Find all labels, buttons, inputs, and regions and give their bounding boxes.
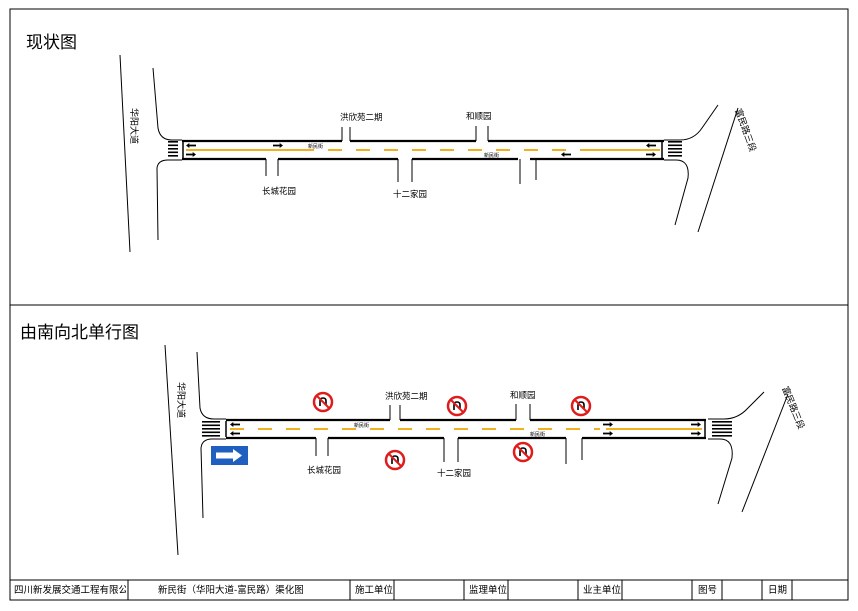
section-one-way: 由南向北单行图 华阳大道 富民路三段 xyxy=(20,323,807,556)
street-label: 新民街 xyxy=(484,152,499,159)
place-label: 长城花园 xyxy=(307,465,341,476)
supervision-unit-label: 监理单位 xyxy=(469,585,507,596)
place-label: 十二家园 xyxy=(437,468,471,479)
no-u-turn-icon xyxy=(312,391,334,413)
no-u-turn-icon xyxy=(446,395,468,417)
company-name: 四川新发展交通工程有限公司 xyxy=(14,585,126,596)
drawing-title: 新民街（华阳大道-富民路）渠化图 xyxy=(158,585,304,596)
place-label: 长城花园 xyxy=(262,186,296,197)
place-label: 洪欣苑二期 xyxy=(340,112,383,123)
place-label: 洪欣苑二期 xyxy=(385,391,428,402)
drawing-number-label: 图号 xyxy=(698,585,718,596)
construction-unit-label: 施工单位 xyxy=(355,585,393,596)
place-label: 和顺园 xyxy=(510,391,536,401)
date-label: 日期 xyxy=(768,585,788,596)
right-arrow-icon xyxy=(211,446,248,465)
street-label: 新民街 xyxy=(530,431,545,438)
street-label: 新民街 xyxy=(354,422,369,429)
road-label-right: 富民路三段 xyxy=(779,385,807,431)
no-u-turn-icon xyxy=(384,449,406,471)
owner-unit-label: 业主单位 xyxy=(583,585,621,596)
place-label: 和顺园 xyxy=(466,112,492,122)
no-u-turn-icon xyxy=(512,441,534,463)
road-label-left: 华阳大道 xyxy=(128,108,140,144)
section-title: 由南向北单行图 xyxy=(20,323,139,343)
section-current-state: 现状图 华阳大道 富民路三段 xyxy=(26,33,759,253)
place-label: 十二家园 xyxy=(393,189,427,200)
road-label-right: 富民路三段 xyxy=(732,107,759,153)
street-label: 新民街 xyxy=(308,143,323,150)
no-u-turn-icon xyxy=(570,395,592,417)
section-title: 现状图 xyxy=(26,33,77,53)
road-label-left: 华阳大道 xyxy=(175,382,187,418)
